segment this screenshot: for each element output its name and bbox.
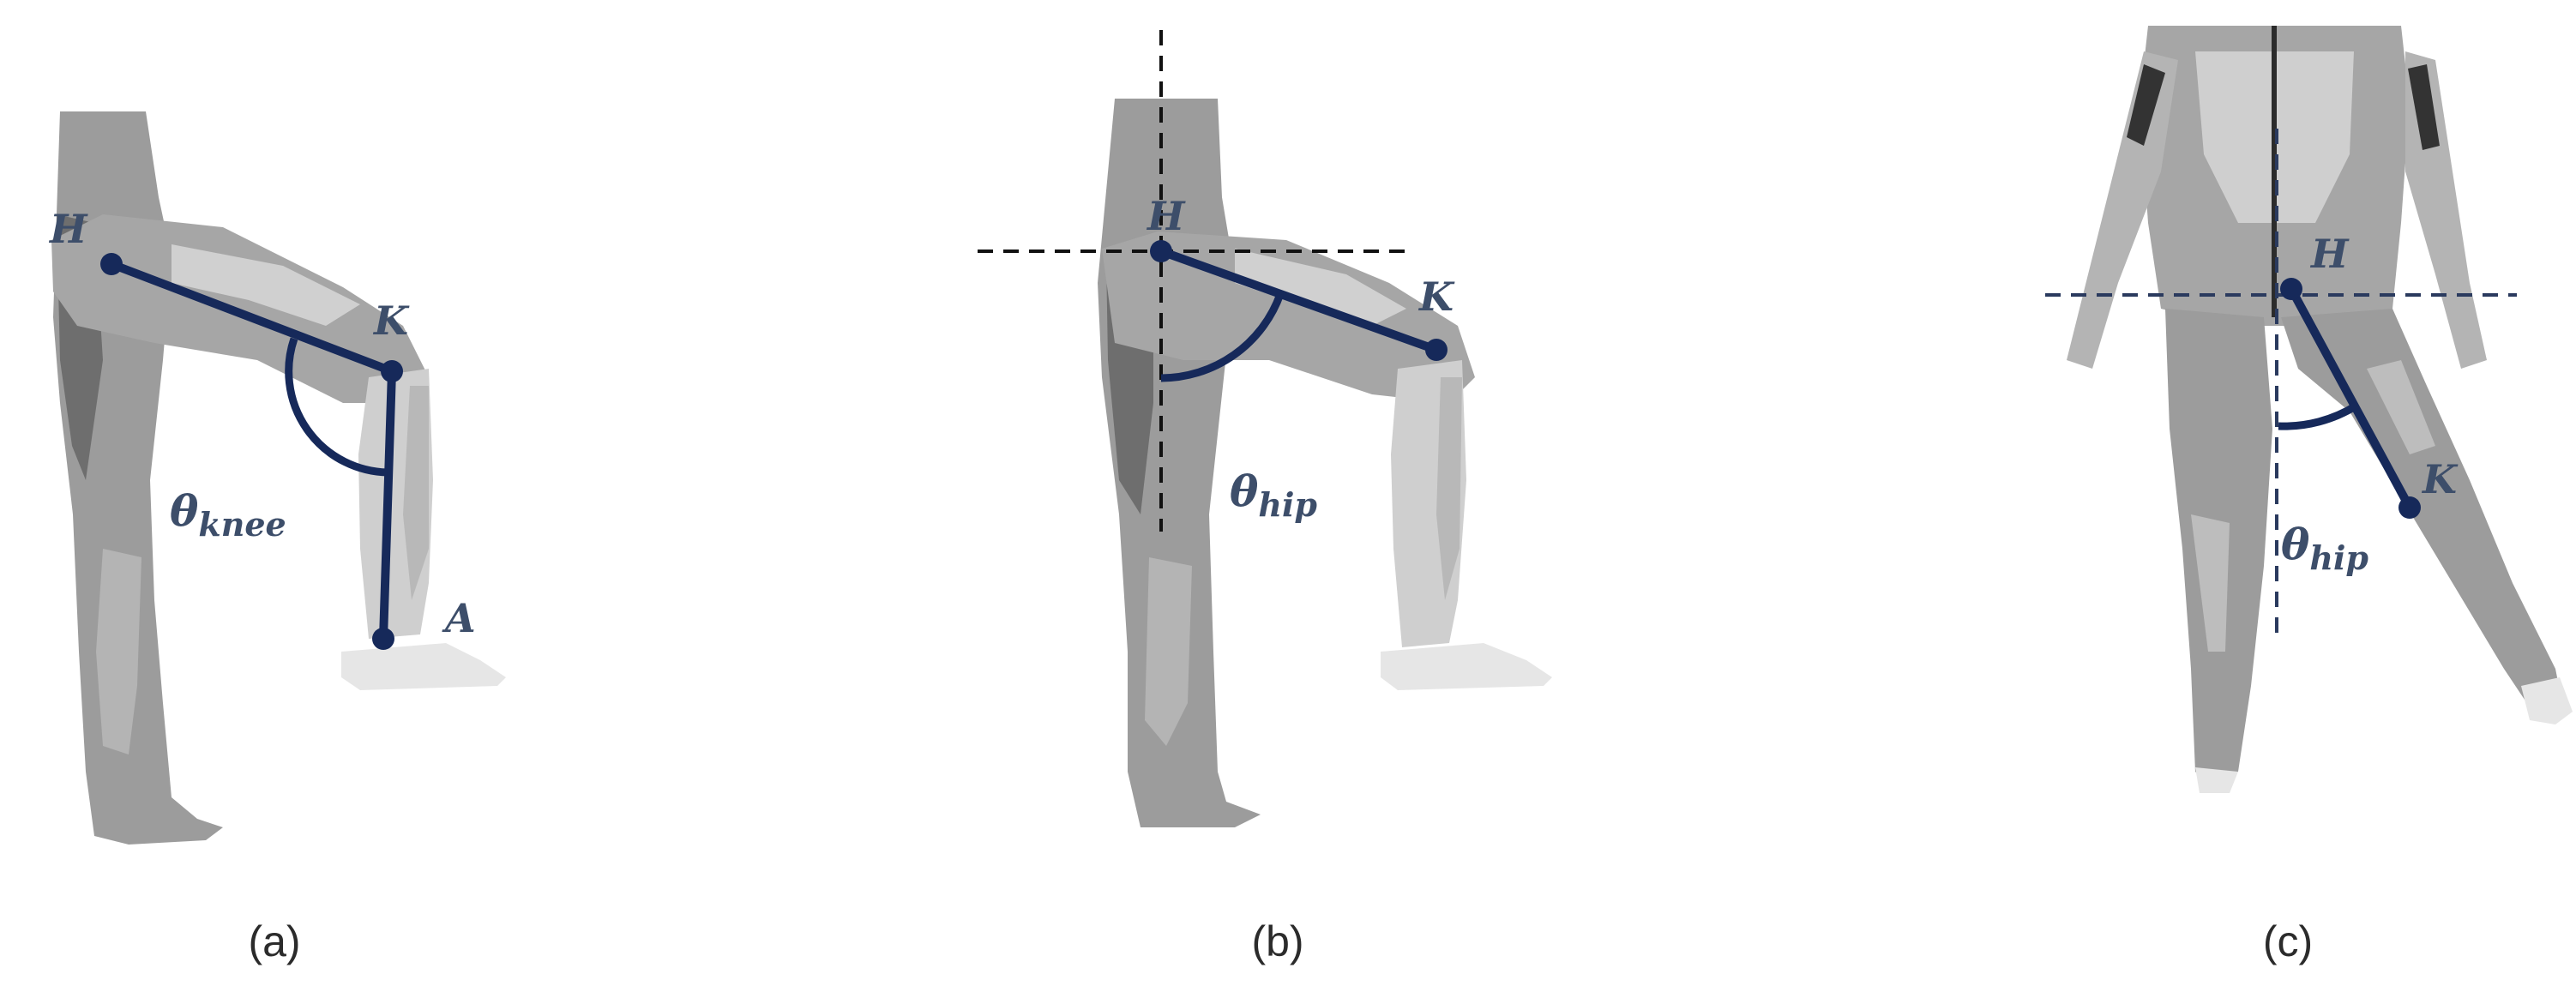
knee-angle-arc-a (285, 337, 388, 477)
panel-a: H K A θknee (a) (48, 111, 506, 965)
caption-c: (c) (2263, 917, 2313, 965)
hip-angle-label-c: θhip (2281, 519, 2368, 577)
knee-label-a: K (372, 298, 410, 344)
knee-angle-label: θknee (170, 485, 286, 544)
panel-b: H K θhip (b) (978, 30, 1552, 965)
hip-angle-arc-b (1160, 292, 1285, 382)
knee-joint-a (381, 360, 403, 382)
reference-axes-c (2045, 129, 2517, 634)
panel-c: H K θhip (c) (2045, 26, 2573, 965)
hip-label-c: H (2309, 231, 2350, 277)
knee-joint-c (2398, 496, 2421, 519)
thigh-segment-c (2287, 285, 2414, 512)
knee-joint-b (1425, 339, 1447, 361)
hip-joint-a (100, 253, 123, 275)
body-silhouette-c (2067, 26, 2573, 793)
hip-joint-b (1150, 240, 1172, 262)
limb-segments-c (2278, 278, 2421, 519)
ankle-label-a: A (442, 595, 476, 641)
limb-segments-b (1150, 240, 1447, 382)
caption-a: (a) (248, 917, 300, 965)
body-silhouette-b (1098, 99, 1552, 827)
hip-label-a: H (48, 206, 88, 252)
caption-b: (b) (1251, 917, 1303, 965)
ankle-joint-a (372, 628, 394, 650)
thigh-segment-a (107, 260, 396, 376)
reference-axes-b (978, 30, 1415, 532)
thigh-segment-b (1157, 247, 1441, 354)
hip-label-b: H (1146, 193, 1186, 239)
limb-segments-a (100, 253, 403, 650)
body-silhouette-a (51, 111, 506, 845)
shank-segment-a (379, 367, 396, 643)
knee-label-c: K (2421, 456, 2459, 502)
hip-joint-c (2280, 278, 2302, 300)
hip-angle-arc-c (2278, 402, 2359, 430)
hip-angle-label-b: θhip (1230, 466, 1317, 524)
knee-label-b: K (1417, 274, 1455, 320)
